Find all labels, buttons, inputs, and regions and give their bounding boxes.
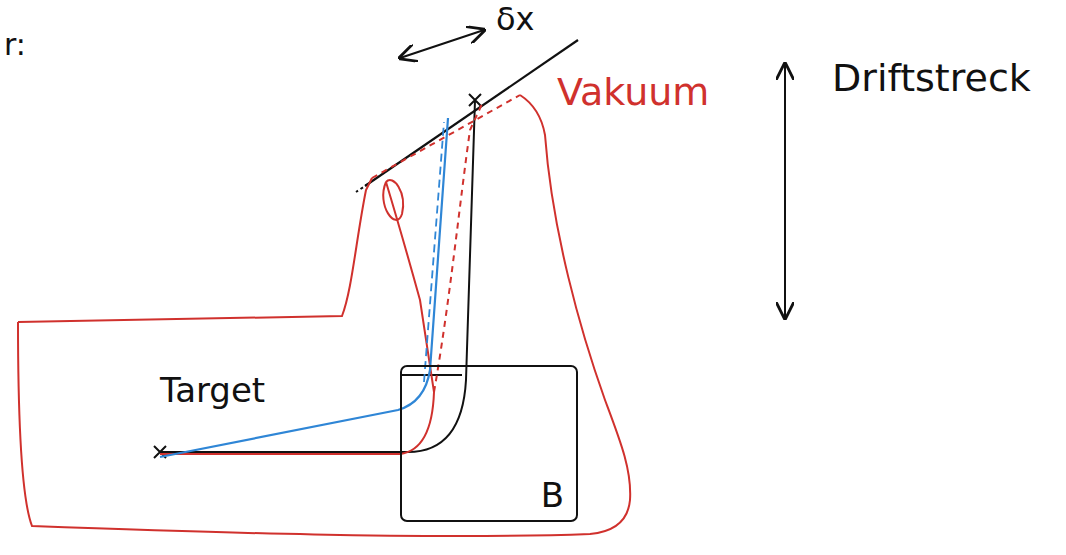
vacuum-boundary: [18, 95, 630, 536]
vacuum-outline: [15, 60, 640, 545]
region-label: Vakuum: [557, 72, 709, 114]
drift-arrow: [784, 64, 786, 318]
drift-label: Driftstreck: [832, 58, 1031, 100]
red-loop: [383, 180, 403, 220]
target-label: Target: [160, 372, 265, 409]
hit-mark: [469, 94, 481, 106]
field-label: B: [541, 477, 564, 514]
offset-label: δx: [496, 2, 535, 37]
vacuum-boundary-window: [372, 95, 520, 178]
blue-dashed-trajectory: [424, 122, 444, 382]
vacuum-region: VakuumB: [15, 60, 640, 545]
magnet-box: B: [400, 365, 578, 522]
fragment-label: r:: [4, 28, 26, 61]
reference-trajectory: [160, 100, 475, 452]
offset-arrow: [400, 30, 484, 58]
blue-trajectory: [160, 118, 448, 457]
magnet-border: [401, 366, 577, 521]
detector-plane: [365, 40, 578, 186]
